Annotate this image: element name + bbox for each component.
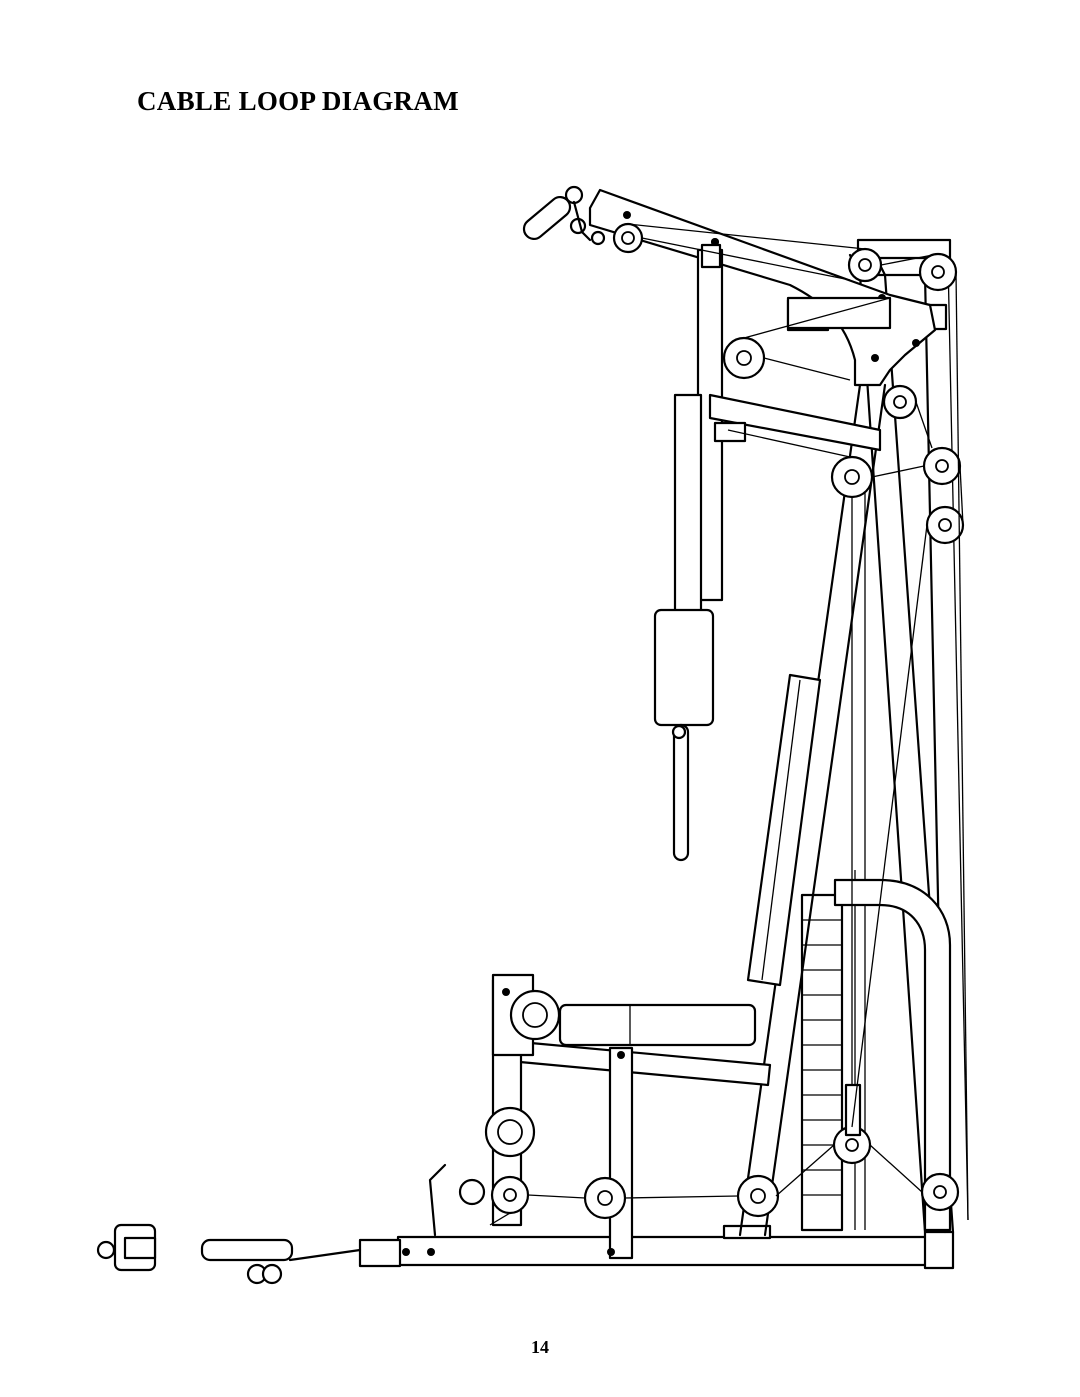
page-title: CABLE LOOP DIAGRAM (137, 86, 459, 116)
press-arm (653, 393, 715, 862)
pulley (736, 1174, 780, 1218)
ankle-strap-handle-chain (96, 1163, 486, 1285)
upper-handle (522, 185, 606, 246)
pulley (882, 384, 918, 420)
pulley (830, 455, 874, 499)
page-number: 14 (531, 1337, 549, 1357)
base-frame (358, 1224, 955, 1270)
pulley (490, 1175, 530, 1215)
cables (489, 223, 969, 1226)
pulley (847, 247, 883, 283)
pulley (722, 336, 766, 380)
pulley (509, 989, 561, 1041)
pulleys (484, 222, 965, 1220)
gym-machine-drawing (96, 185, 969, 1285)
pulley (484, 1106, 536, 1158)
pulley (583, 1176, 627, 1220)
pulley (612, 222, 644, 254)
pulley (918, 252, 958, 292)
cable-loop-diagram (90, 180, 990, 1290)
pulley (922, 446, 962, 486)
weight-stack (800, 470, 866, 1232)
pulley (920, 1172, 960, 1212)
back-pad (746, 673, 822, 987)
pulley (925, 505, 965, 545)
